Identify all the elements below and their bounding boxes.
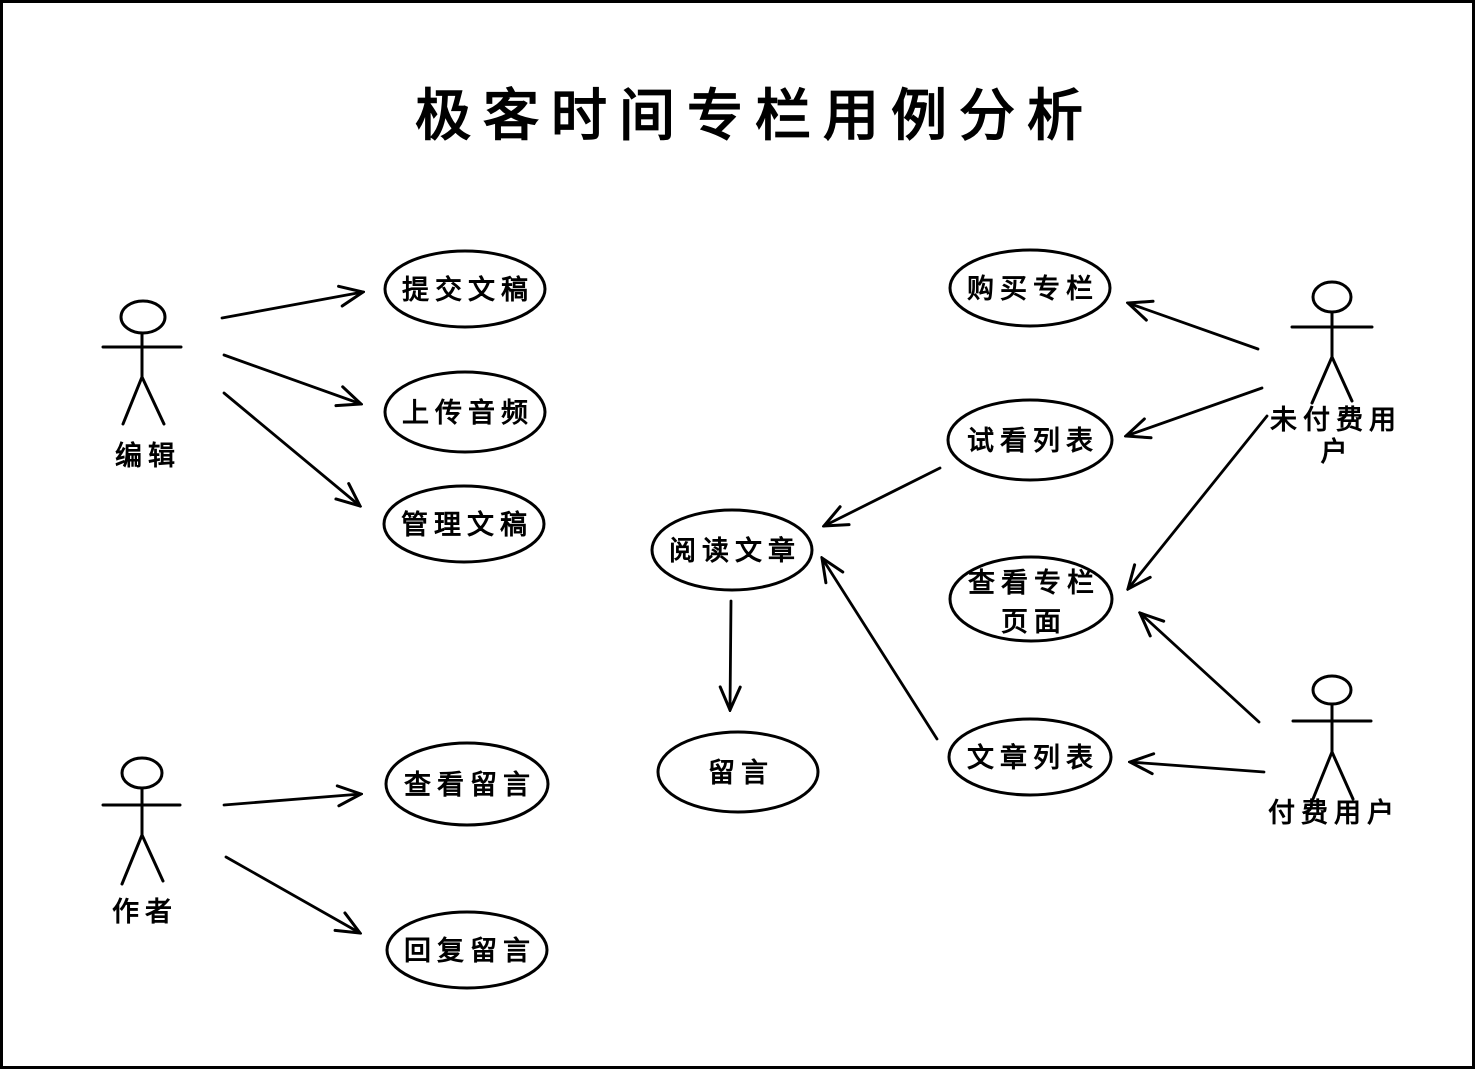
use-case-ellipse bbox=[948, 248, 1112, 328]
use-case-ellipse bbox=[650, 508, 814, 592]
edge-read-article-comment bbox=[730, 599, 731, 710]
edge-unpaid-user-view-column-page bbox=[1128, 414, 1269, 589]
use-case-label: 管理文稿 bbox=[401, 509, 533, 541]
actor-unpaid-user-label-line2: 户 bbox=[1321, 436, 1354, 468]
edge-author-view-comments bbox=[222, 794, 361, 805]
use-case-view-column-page: 查看专栏 页面 bbox=[948, 555, 1114, 643]
actor-unpaid-user-label-line1: 未付费用 bbox=[1270, 405, 1402, 436]
edge-editor-manage-draft bbox=[222, 391, 360, 506]
use-case-ellipse bbox=[384, 741, 550, 827]
use-case-label-line1: 查看专栏 bbox=[968, 568, 1100, 599]
edge-paid-user-article-list bbox=[1130, 762, 1266, 772]
use-case-label: 购买专栏 bbox=[967, 274, 1099, 305]
use-case-ellipse bbox=[385, 910, 549, 990]
edge-editor-submit-draft bbox=[220, 292, 363, 320]
edge-author-reply-comments bbox=[224, 855, 360, 933]
use-case-ellipse bbox=[382, 484, 546, 564]
use-case-label-line2: 页面 bbox=[1001, 607, 1067, 638]
use-case-label: 上传音频 bbox=[402, 397, 534, 429]
edges bbox=[220, 292, 1269, 933]
actor-paid-user-label: 付费用户 bbox=[1268, 797, 1400, 829]
edge-article-list-read-article bbox=[822, 558, 939, 741]
actor-author-label: 作者 bbox=[112, 897, 178, 928]
use-case-trial-list: 试看列表 bbox=[946, 398, 1114, 482]
use-case-ellipse bbox=[948, 555, 1114, 643]
actor-legs bbox=[1310, 355, 1354, 405]
use-case-label: 试看列表 bbox=[967, 426, 1099, 457]
actor-editor-label: 编辑 bbox=[115, 440, 181, 472]
use-case-ellipse bbox=[947, 717, 1113, 797]
actor-legs bbox=[120, 833, 165, 886]
use-case-ellipse bbox=[383, 249, 547, 329]
edge-editor-upload-audio bbox=[222, 353, 361, 404]
edge-unpaid-user-buy-column bbox=[1128, 303, 1260, 351]
use-case-article-list: 文章列表 bbox=[947, 717, 1113, 797]
actor-editor: 编辑 bbox=[101, 299, 183, 472]
use-case-label: 回复留言 bbox=[404, 936, 536, 967]
edge-trial-list-read-article bbox=[824, 466, 942, 526]
use-case-label: 查看留言 bbox=[404, 770, 536, 801]
use-case-reply-comments: 回复留言 bbox=[385, 910, 549, 990]
edge-unpaid-user-trial-list bbox=[1126, 386, 1264, 436]
use-case-manage-draft: 管理文稿 bbox=[382, 484, 546, 564]
use-case-ellipse bbox=[383, 370, 547, 454]
actor-unpaid-user: 未付费用 户 bbox=[1270, 280, 1402, 468]
actor-author: 作者 bbox=[101, 756, 182, 928]
use-case-read-article: 阅读文章 bbox=[650, 508, 814, 592]
actor-legs bbox=[1311, 750, 1355, 801]
use-case-label: 提交文稿 bbox=[402, 274, 534, 306]
use-case-submit-draft: 提交文稿 bbox=[383, 249, 547, 329]
actor-legs bbox=[121, 375, 166, 426]
use-case-upload-audio: 上传音频 bbox=[383, 370, 547, 454]
use-case-ellipse bbox=[946, 398, 1114, 482]
use-case-ellipse bbox=[656, 730, 820, 814]
use-case-buy-column: 购买专栏 bbox=[948, 248, 1112, 328]
use-case-label: 留言 bbox=[708, 758, 774, 789]
use-case-comment: 留言 bbox=[656, 730, 820, 814]
edge-paid-user-view-column-page bbox=[1140, 613, 1261, 724]
diagram-title: 极客时间专栏用例分析 bbox=[415, 84, 1095, 149]
use-case-view-comments: 查看留言 bbox=[384, 741, 550, 827]
use-case-label: 阅读文章 bbox=[669, 535, 801, 567]
actor-paid-user: 付费用户 bbox=[1268, 674, 1400, 829]
use-case-label: 文章列表 bbox=[967, 742, 1099, 774]
